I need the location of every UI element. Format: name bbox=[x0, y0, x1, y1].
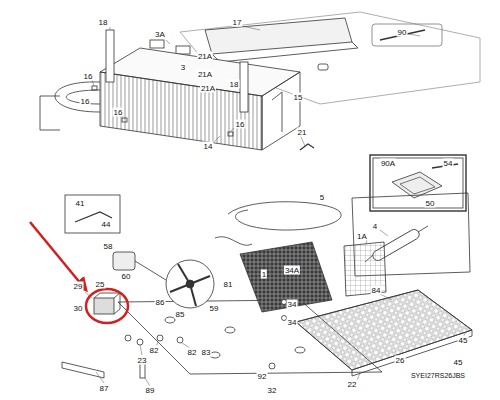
callout-number: 87 bbox=[99, 384, 110, 393]
callout-number: 23 bbox=[137, 356, 148, 365]
callout-number: 16 bbox=[113, 108, 124, 117]
callout-number: 32 bbox=[267, 386, 278, 395]
callout-number: 82 bbox=[187, 348, 198, 357]
callout-number: SYEI27RS26JBS bbox=[410, 371, 466, 380]
callout-number: 34 bbox=[287, 300, 298, 309]
callout-number: 85 bbox=[175, 310, 186, 319]
callout-number: 90A bbox=[380, 159, 396, 168]
callout-number: 1A bbox=[356, 232, 368, 241]
callout-number: 17 bbox=[232, 18, 243, 27]
callout-number: 26 bbox=[395, 356, 406, 365]
callout-number: 45 bbox=[458, 336, 469, 345]
callout-number: 16 bbox=[235, 120, 246, 129]
callout-number: 4 bbox=[372, 222, 378, 231]
callout-number: 3A bbox=[154, 30, 166, 39]
callout-number: 84 bbox=[371, 286, 382, 295]
callout-number: 15 bbox=[293, 93, 304, 102]
callout-number: 21A bbox=[197, 52, 213, 61]
callout-number: 60 bbox=[121, 272, 132, 281]
callout-number: 82 bbox=[149, 346, 160, 355]
callout-number: 21A bbox=[197, 70, 213, 79]
callout-number: 29 bbox=[73, 282, 84, 291]
callout-number: 89 bbox=[145, 386, 156, 395]
callout-number: 45 bbox=[453, 358, 464, 367]
callout-number: 16 bbox=[80, 97, 91, 106]
callout-number: 30 bbox=[73, 304, 84, 313]
callout-number: 92 bbox=[257, 372, 268, 381]
callout-number: 1 bbox=[261, 270, 267, 279]
callout-number: 34 bbox=[287, 318, 298, 327]
callout-number: 50 bbox=[425, 199, 436, 208]
callout-number: 18 bbox=[229, 80, 240, 89]
callout-number: 90 bbox=[397, 28, 408, 37]
callout-number: 18 bbox=[98, 18, 109, 27]
callout-number: 86 bbox=[155, 298, 166, 307]
callout-number: 44 bbox=[101, 220, 112, 229]
callout-number: 3 bbox=[180, 63, 186, 72]
callout-number: 25 bbox=[95, 280, 106, 289]
callout-number: 21A bbox=[200, 84, 216, 93]
callout-number: 21 bbox=[297, 128, 308, 137]
callout-number: 54 bbox=[443, 159, 454, 168]
callout-number: 34A bbox=[284, 266, 300, 275]
callout-number: 41 bbox=[75, 199, 86, 208]
callout-number: 16 bbox=[83, 72, 94, 81]
callout-number: 58 bbox=[103, 242, 114, 251]
callout-number: 59 bbox=[209, 304, 220, 313]
callout-number: 22 bbox=[347, 380, 358, 389]
callout-number: 14 bbox=[203, 142, 214, 151]
callout-number: 5 bbox=[319, 193, 325, 202]
callout-number: 83 bbox=[201, 348, 212, 357]
callout-number: 81 bbox=[223, 280, 234, 289]
